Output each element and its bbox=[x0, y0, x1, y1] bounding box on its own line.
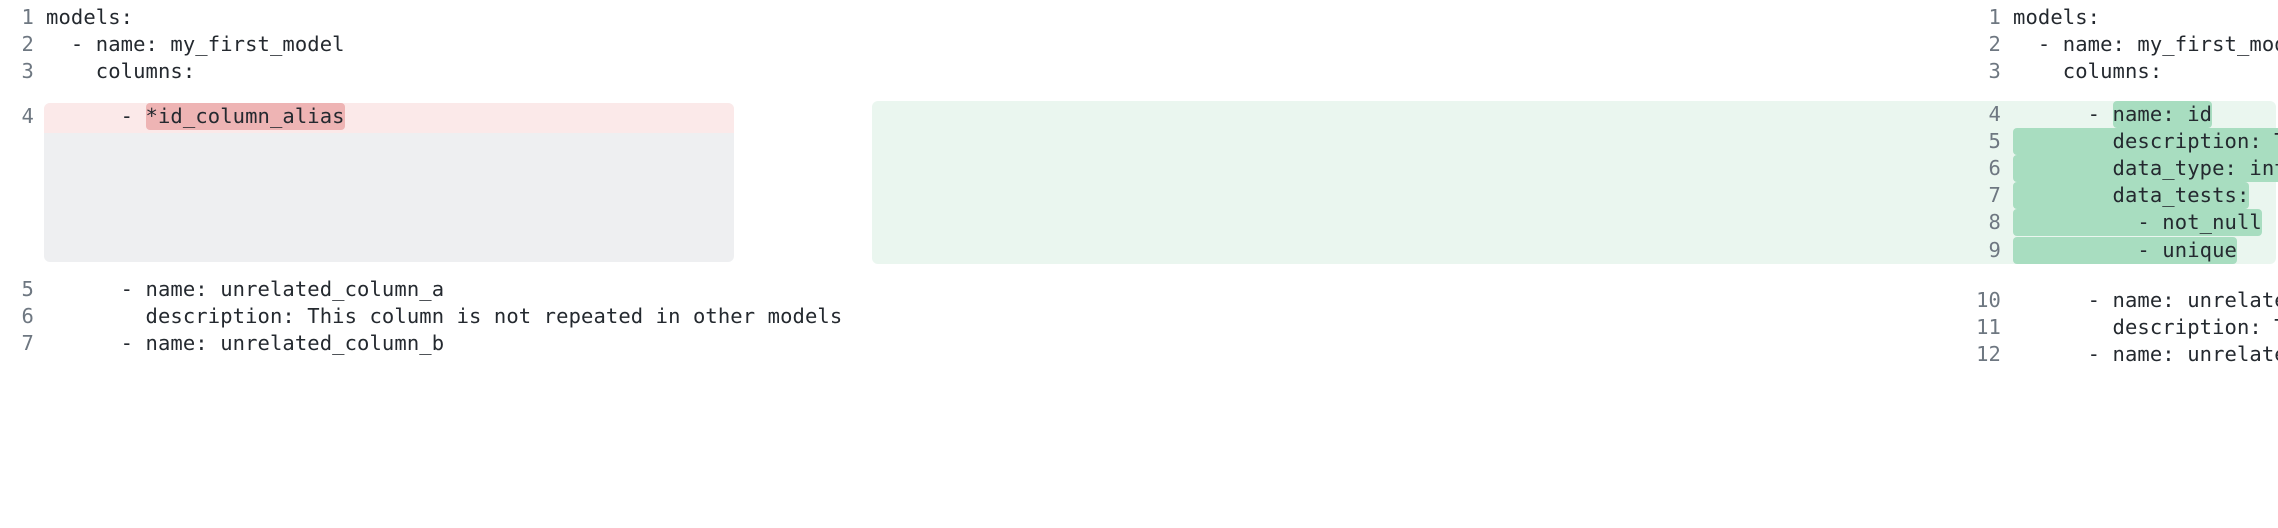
added-token: name: id bbox=[2112, 100, 2213, 128]
code-line-added[interactable]: 6 data_type: int bbox=[1139, 154, 2278, 182]
added-token: - unique bbox=[2013, 236, 2237, 264]
line-number: 6 bbox=[1988, 155, 2001, 180]
line-number: 2 bbox=[21, 32, 34, 57]
code-line[interactable]: 2 - name: my_first_model bbox=[0, 31, 1139, 58]
code-line-added[interactable]: 8 - not_null bbox=[1139, 209, 2278, 237]
added-token: - not_null bbox=[2013, 209, 2262, 237]
removed-token: *id_column_alias bbox=[145, 102, 345, 130]
line-text: - name: id bbox=[2001, 100, 2213, 128]
code-line[interactable]: 10 - name: unrelated_column_a bbox=[1139, 287, 2278, 314]
code-line-added[interactable]: 5 description: This is a unique identifi… bbox=[1139, 127, 2278, 155]
line-text: - name: unrelated_column_a bbox=[46, 276, 445, 301]
line-number: 8 bbox=[1988, 210, 2001, 235]
line-number: 1 bbox=[1988, 5, 2001, 29]
code-line[interactable]: 1 models: bbox=[0, 4, 1139, 31]
spacer bbox=[1139, 264, 2278, 287]
line-number: 7 bbox=[21, 331, 34, 356]
line-text: - *id_column_alias bbox=[34, 102, 345, 130]
code-line[interactable]: 12 - name: unrelated_column_b bbox=[1139, 341, 2278, 368]
line-text: - name: my_first_model bbox=[46, 32, 345, 57]
spacer bbox=[0, 258, 1139, 276]
line-text: data_tests: bbox=[2001, 182, 2250, 210]
code-line[interactable]: 3 columns: bbox=[0, 58, 1139, 85]
code-line[interactable]: 2 - name: my_first_model bbox=[1139, 31, 2278, 58]
code-line-added[interactable]: 9 - unique bbox=[1139, 236, 2278, 264]
line-number: 10 bbox=[1976, 287, 2001, 312]
diff-pane-before: 1 models: 2 - name: my_first_model 3 col… bbox=[0, 4, 1139, 357]
line-text: - unique bbox=[2001, 236, 2237, 264]
line-number: 2 bbox=[1988, 32, 2001, 57]
code-lines-before: 1 models: 2 - name: my_first_model 3 col… bbox=[0, 4, 1139, 357]
placeholder-spacer bbox=[0, 130, 1139, 258]
code-line-added[interactable]: 7 data_tests: bbox=[1139, 182, 2278, 210]
code-line-added[interactable]: 4 - name: id bbox=[1139, 100, 2278, 128]
line-text: data_type: int bbox=[2001, 154, 2278, 182]
code-lines-after: 1 models: 2 - name: my_first_model 3 col… bbox=[1139, 4, 2278, 368]
line-number: 6 bbox=[21, 303, 34, 328]
line-number: 5 bbox=[1988, 128, 2001, 153]
line-text: models: bbox=[2013, 5, 2101, 29]
line-number: 3 bbox=[1988, 59, 2001, 84]
line-text: - name: my_first_model bbox=[2037, 32, 2278, 57]
code-line[interactable]: 11 description: This column is not repea… bbox=[1139, 314, 2278, 341]
line-number: 12 bbox=[1976, 342, 2001, 367]
line-number: 1 bbox=[21, 5, 34, 29]
line-text: columns: bbox=[2013, 59, 2163, 84]
line-number: 3 bbox=[21, 59, 34, 84]
code-line[interactable]: 5 - name: unrelated_column_a bbox=[0, 276, 1139, 303]
line-text: description: This is a unique identifier… bbox=[2001, 127, 2278, 155]
code-line-removed[interactable]: 4 - *id_column_alias bbox=[0, 102, 1139, 130]
line-number: 4 bbox=[1988, 101, 2001, 126]
added-token: data_type: int bbox=[2013, 154, 2278, 182]
line-text: description: This column is not repeated… bbox=[46, 303, 843, 328]
line-text: description: This column is not repeated… bbox=[2112, 314, 2278, 339]
line-prefix: - bbox=[2013, 101, 2113, 126]
spacer bbox=[1139, 86, 2278, 101]
code-line[interactable]: 6 description: This column is not repeat… bbox=[0, 303, 1139, 330]
added-token: data_tests: bbox=[2013, 182, 2250, 210]
line-number: 9 bbox=[1988, 237, 2001, 262]
line-number: 11 bbox=[1976, 314, 2001, 339]
line-number: 4 bbox=[21, 103, 34, 128]
code-line[interactable]: 3 columns: bbox=[1139, 58, 2278, 85]
added-token: description: This is a unique identifier… bbox=[2013, 127, 2278, 155]
line-text: - name: unrelated_column_a bbox=[2087, 287, 2278, 312]
line-number: 5 bbox=[21, 276, 34, 301]
line-text: - name: unrelated_column_b bbox=[46, 331, 445, 356]
code-line[interactable]: 1 models: bbox=[1139, 4, 2278, 31]
line-number: 7 bbox=[1988, 183, 2001, 208]
line-prefix: - bbox=[46, 103, 146, 128]
line-text: - name: unrelated_column_b bbox=[2087, 342, 2278, 367]
line-text: - not_null bbox=[2001, 209, 2262, 237]
line-text: columns: bbox=[46, 59, 196, 84]
code-line[interactable]: 7 - name: unrelated_column_b bbox=[0, 330, 1139, 357]
spacer bbox=[0, 86, 1139, 103]
diff-pane-after: 1 models: 2 - name: my_first_model 3 col… bbox=[872, 0, 2278, 528]
line-text: models: bbox=[46, 5, 134, 29]
